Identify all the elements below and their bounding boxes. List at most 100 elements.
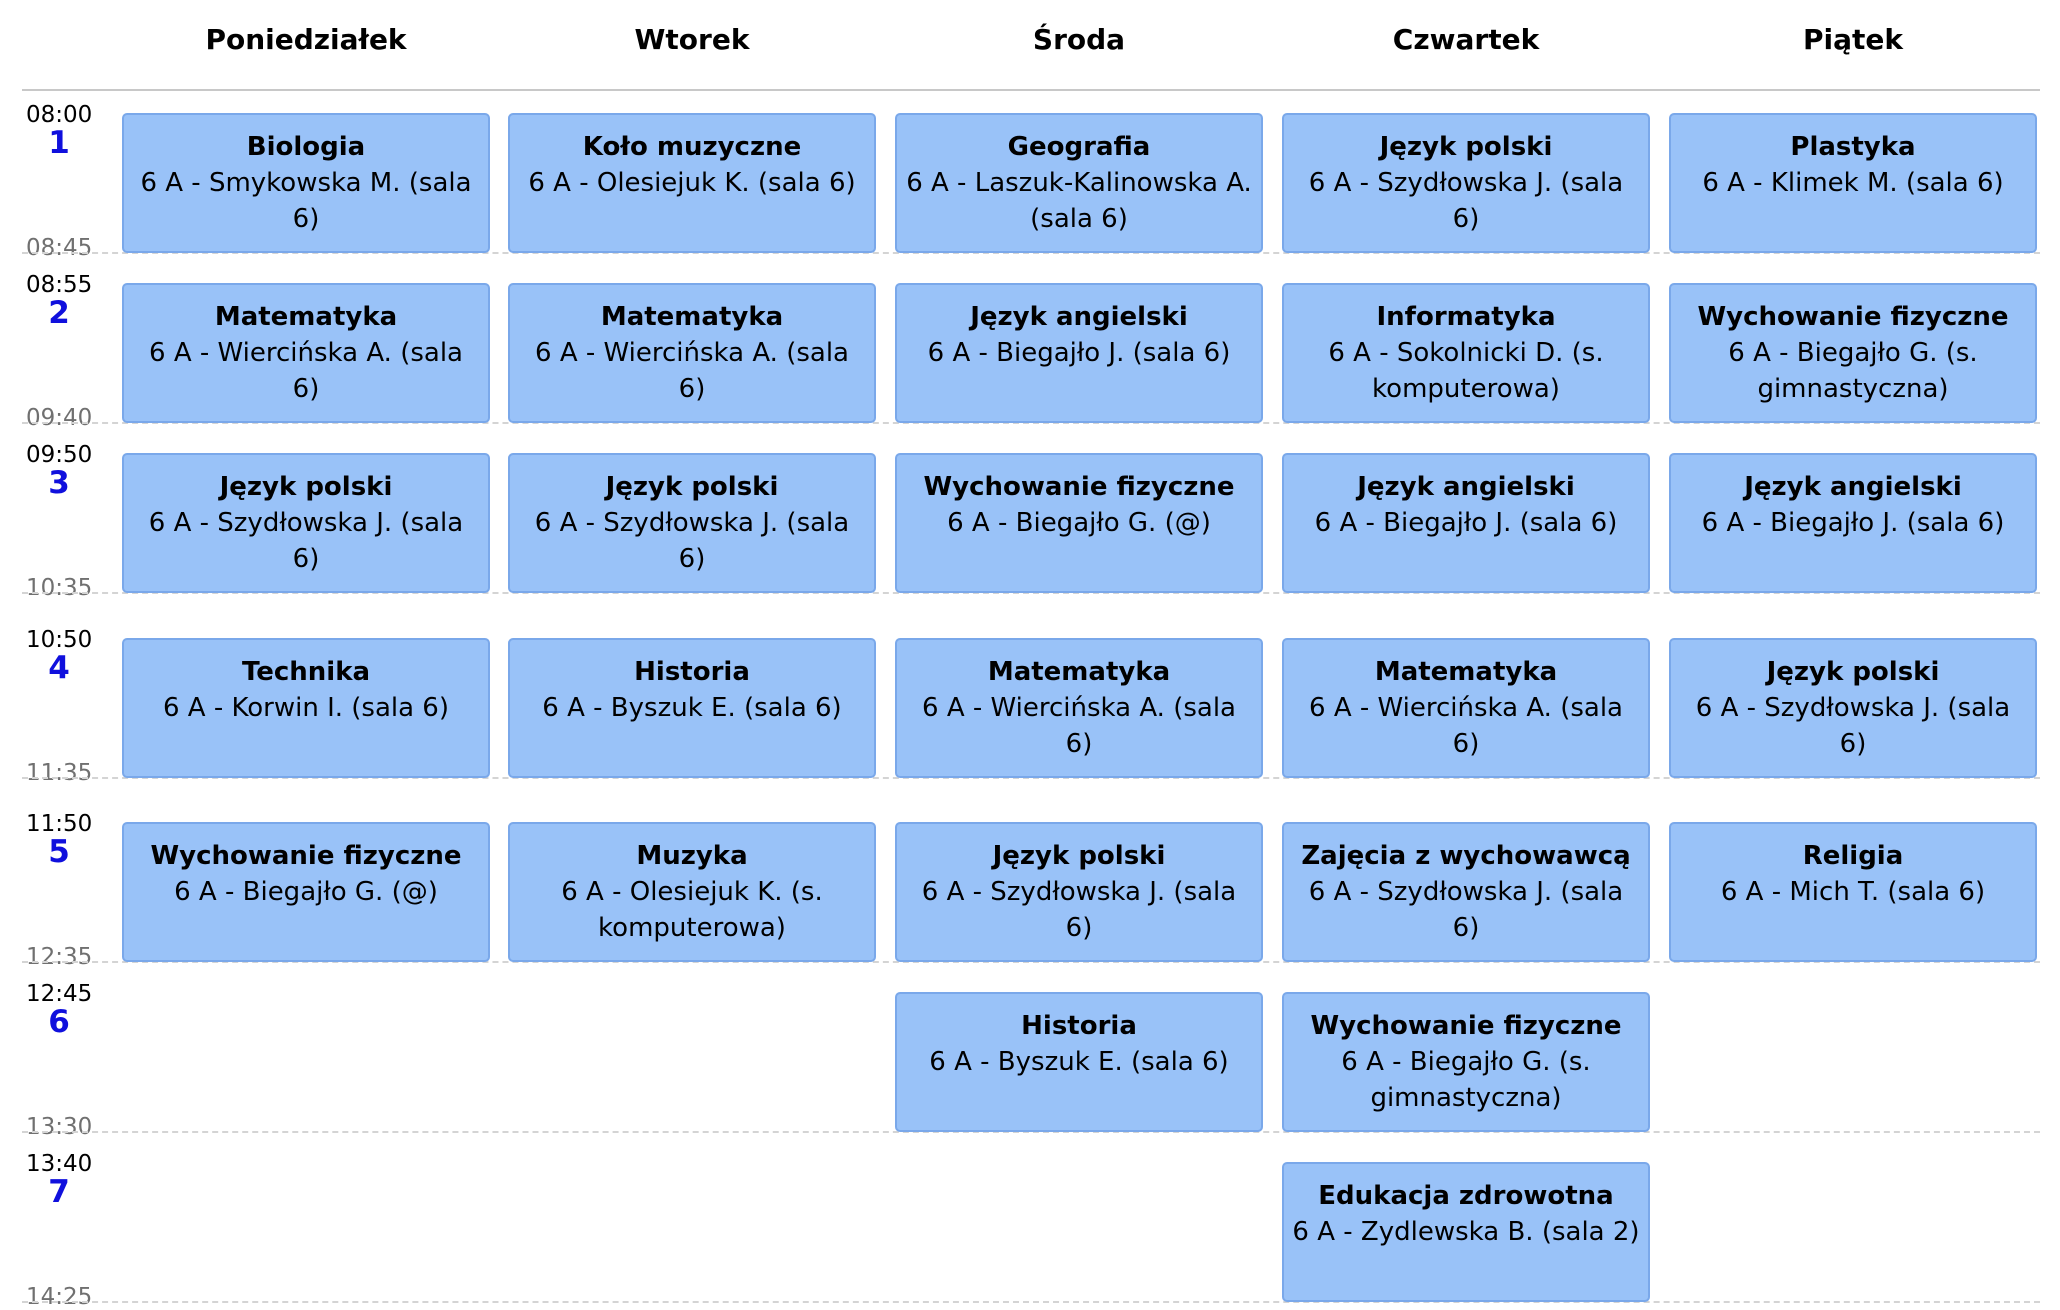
lesson-card[interactable]: Koło muzyczne 6 A - Olesiejuk K. (sala 6) — [508, 113, 876, 253]
lesson-card[interactable]: Zajęcia z wychowawcą 6 A - Szydłowska J. … — [1282, 822, 1650, 962]
lesson-detail: 6 A - Wiercińska A. (sala 6) — [149, 338, 463, 404]
lesson-card[interactable]: Język angielski 6 A - Biegajło J. (sala 6… — [1669, 453, 2037, 593]
slot-number: 6 — [48, 1004, 70, 1040]
slot-start-time: 08:55 — [26, 272, 93, 298]
lesson-card[interactable]: Geografia 6 A - Laszuk-Kalinowska A. (sal… — [895, 113, 1263, 253]
lesson-card[interactable]: Religia 6 A - Mich T. (sala 6) — [1669, 822, 2037, 962]
lesson-subject: Edukacja zdrowotna — [1318, 1181, 1614, 1211]
lesson-card[interactable]: Technika 6 A - Korwin I. (sala 6) — [122, 638, 490, 778]
lesson-detail: 6 A - Szydłowska J. (sala 6) — [534, 508, 850, 574]
day-header-3: Czwartek — [1392, 23, 1540, 56]
lesson-detail: 6 A - Laszuk-Kalinowska A. (sala 6) — [906, 168, 1252, 234]
lesson-subject: Wychowanie fizyczne — [1310, 1011, 1622, 1041]
day-header-0: Poniedziałek — [205, 23, 407, 56]
slot-end-time: 12:35 — [26, 944, 93, 970]
slot-start-time: 13:40 — [26, 1151, 93, 1177]
lesson-subject: Wychowanie fizyczne — [1697, 302, 2009, 332]
lesson-card[interactable]: Matematyka 6 A - Wiercińska A. (sala 6) — [508, 283, 876, 423]
slot-number: 5 — [48, 834, 70, 870]
lesson-card[interactable]: Biologia 6 A - Smykowska M. (sala 6) — [122, 113, 490, 253]
slot-start-time: 08:00 — [26, 102, 93, 128]
lesson-detail: 6 A - Olesiejuk K. (sala 6) — [528, 168, 856, 198]
header-divider — [22, 89, 2040, 91]
lesson-detail: 6 A - Mich T. (sala 6) — [1720, 877, 1986, 907]
slot-number: 3 — [48, 465, 70, 501]
lesson-card[interactable]: Historia 6 A - Byszuk E. (sala 6) — [895, 992, 1263, 1132]
lesson-detail: 6 A - Wiercińska A. (sala 6) — [922, 693, 1236, 759]
lesson-subject: Religia — [1802, 841, 1904, 871]
lesson-subject: Historia — [634, 657, 750, 687]
lesson-subject: Matematyka — [214, 302, 398, 332]
lesson-detail: 6 A - Szydłowska J. (sala 6) — [1308, 877, 1624, 943]
slot-start-time: 11:50 — [26, 811, 93, 837]
lesson-detail: 6 A - Biegajło J. (sala 6) — [1314, 508, 1618, 538]
lesson-subject: Technika — [241, 657, 371, 687]
lesson-detail: 6 A - Biegajło G. (s. gimnastyczna) — [1728, 338, 1978, 404]
slot-end-time: 08:45 — [26, 235, 93, 261]
lesson-subject: Historia — [1021, 1011, 1137, 1041]
lesson-subject: Matematyka — [987, 657, 1171, 687]
lesson-card[interactable]: Matematyka 6 A - Wiercińska A. (sala 6) — [122, 283, 490, 423]
lesson-detail: 6 A - Biegajło J. (sala 6) — [1701, 508, 2005, 538]
lesson-card[interactable]: Wychowanie fizyczne 6 A - Biegajło G. (s.… — [1282, 992, 1650, 1132]
lesson-subject: Matematyka — [1374, 657, 1558, 687]
slot-divider — [22, 422, 2040, 424]
lesson-detail: 6 A - Biegajło J. (sala 6) — [927, 338, 1231, 368]
lesson-card[interactable]: Język angielski 6 A - Biegajło J. (sala 6… — [895, 283, 1263, 423]
lesson-detail: 6 A - Szydłowska J. (sala 6) — [1308, 168, 1624, 234]
lesson-detail: 6 A - Biegajło G. (@) — [947, 508, 1211, 538]
lesson-subject: Koło muzyczne — [582, 132, 802, 162]
lesson-detail: 6 A - Biegajło G. (@) — [174, 877, 438, 907]
lesson-card[interactable]: Wychowanie fizyczne 6 A - Biegajło G. (@) — [895, 453, 1263, 593]
lesson-subject: Język polski — [1766, 657, 1940, 687]
lesson-detail: 6 A - Olesiejuk K. (s. komputerowa) — [561, 877, 823, 943]
lesson-subject: Geografia — [1007, 132, 1151, 162]
lesson-detail: 6 A - Szydłowska J. (sala 6) — [921, 877, 1237, 943]
lesson-detail: 6 A - Wiercińska A. (sala 6) — [535, 338, 849, 404]
lesson-detail: 6 A - Korwin I. (sala 6) — [162, 693, 449, 723]
lesson-subject: Język angielski — [1357, 472, 1575, 502]
slot-divider — [22, 592, 2040, 594]
lesson-subject: Zajęcia z wychowawcą — [1301, 841, 1631, 871]
lesson-card[interactable]: Historia 6 A - Byszuk E. (sala 6) — [508, 638, 876, 778]
lesson-detail: 6 A - Klimek M. (sala 6) — [1702, 168, 2004, 198]
slot-number: 4 — [48, 650, 70, 686]
slot-divider — [22, 961, 2040, 963]
slot-end-time: 11:35 — [26, 760, 93, 786]
lesson-subject: Język angielski — [970, 302, 1188, 332]
slot-start-time: 09:50 — [26, 442, 93, 468]
lesson-card[interactable]: Język polski 6 A - Szydłowska J. (sala 6) — [895, 822, 1263, 962]
lesson-subject: Wychowanie fizyczne — [150, 841, 462, 871]
slot-end-time: 14:25 — [26, 1284, 93, 1310]
day-header-4: Piątek — [1802, 23, 1903, 56]
slot-start-time: 10:50 — [26, 627, 93, 653]
lesson-card[interactable]: Wychowanie fizyczne 6 A - Biegajło G. (s.… — [1669, 283, 2037, 423]
slot-divider — [22, 1301, 2040, 1303]
day-header-1: Wtorek — [634, 23, 750, 56]
lesson-detail: 6 A - Byszuk E. (sala 6) — [542, 693, 842, 723]
lesson-subject: Matematyka — [600, 302, 784, 332]
lesson-card[interactable]: Wychowanie fizyczne 6 A - Biegajło G. (@) — [122, 822, 490, 962]
slot-end-time: 10:35 — [26, 575, 93, 601]
lesson-card[interactable]: Matematyka 6 A - Wiercińska A. (sala 6) — [895, 638, 1263, 778]
lesson-subject: Język angielski — [1744, 472, 1962, 502]
lesson-subject: Język polski — [992, 841, 1166, 871]
lesson-subject: Wychowanie fizyczne — [923, 472, 1235, 502]
lesson-detail: 6 A - Byszuk E. (sala 6) — [929, 1047, 1229, 1077]
slot-divider — [22, 252, 2040, 254]
lesson-detail: 6 A - Smykowska M. (sala 6) — [140, 168, 472, 234]
lesson-subject: Biologia — [246, 132, 366, 162]
lesson-detail: 6 A - Biegajło G. (s. gimnastyczna) — [1341, 1047, 1591, 1113]
lesson-subject: Informatyka — [1376, 302, 1556, 332]
lesson-card[interactable]: Język angielski 6 A - Biegajło J. (sala 6… — [1282, 453, 1650, 593]
